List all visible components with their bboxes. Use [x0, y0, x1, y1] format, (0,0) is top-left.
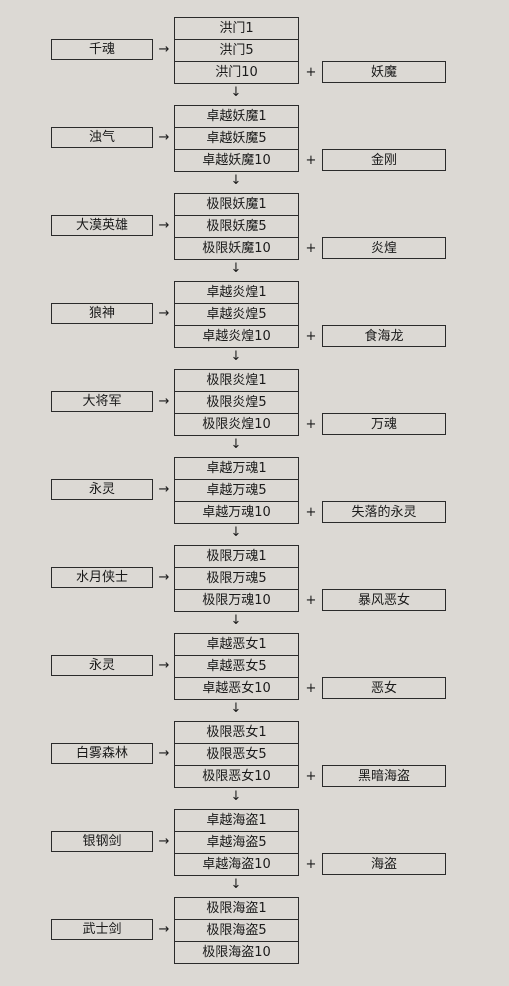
- arrow-down-icon: ↓: [230, 261, 242, 276]
- arrow-down-icon: ↓: [230, 525, 242, 540]
- stack-box: 卓越海盗5: [174, 831, 299, 854]
- plus-icon: +: [305, 857, 317, 872]
- reward-box: 炎煌: [322, 237, 446, 259]
- arrow-right-icon: →: [158, 218, 170, 233]
- arrow-down-icon: ↓: [230, 613, 242, 628]
- stack-box: 卓越万魂10: [174, 501, 299, 524]
- plus-icon: +: [305, 417, 317, 432]
- arrow-right-icon: →: [158, 658, 170, 673]
- stack-box: 极限恶女1: [174, 721, 299, 744]
- source-box: 银钢剑: [51, 831, 153, 852]
- stack-box: 洪门10: [174, 61, 299, 84]
- arrow-right-icon: →: [158, 922, 170, 937]
- plus-icon: +: [305, 769, 317, 784]
- stack-box: 极限恶女10: [174, 765, 299, 788]
- stack-box: 极限万魂10: [174, 589, 299, 612]
- stack-box: 极限炎煌1: [174, 369, 299, 392]
- reward-box: 食海龙: [322, 325, 446, 347]
- arrow-right-icon: →: [158, 482, 170, 497]
- stack-box: 极限炎煌10: [174, 413, 299, 436]
- plus-icon: +: [305, 681, 317, 696]
- stack-box: 卓越万魂1: [174, 457, 299, 480]
- stack-box: 极限恶女5: [174, 743, 299, 766]
- source-box: 白雾森林: [51, 743, 153, 764]
- arrow-right-icon: →: [158, 834, 170, 849]
- arrow-down-icon: ↓: [230, 349, 242, 364]
- stack-box: 卓越炎煌5: [174, 303, 299, 326]
- stack-box: 卓越恶女1: [174, 633, 299, 656]
- source-box: 大漠英雄: [51, 215, 153, 236]
- arrow-right-icon: →: [158, 306, 170, 321]
- reward-box: 万魂: [322, 413, 446, 435]
- reward-box: 妖魔: [322, 61, 446, 83]
- arrow-down-icon: ↓: [230, 789, 242, 804]
- source-box: 狼神: [51, 303, 153, 324]
- reward-box: 失落的永灵: [322, 501, 446, 523]
- source-box: 浊气: [51, 127, 153, 148]
- plus-icon: +: [305, 241, 317, 256]
- stack-box: 卓越妖魔10: [174, 149, 299, 172]
- plus-icon: +: [305, 329, 317, 344]
- arrow-down-icon: ↓: [230, 701, 242, 716]
- stack-box: 卓越炎煌1: [174, 281, 299, 304]
- stack-box: 卓越海盗1: [174, 809, 299, 832]
- reward-box: 黑暗海盗: [322, 765, 446, 787]
- source-box: 永灵: [51, 479, 153, 500]
- arrow-down-icon: ↓: [230, 85, 242, 100]
- arrow-right-icon: →: [158, 130, 170, 145]
- reward-box: 海盗: [322, 853, 446, 875]
- plus-icon: +: [305, 505, 317, 520]
- stack-box: 极限万魂1: [174, 545, 299, 568]
- reward-box: 金刚: [322, 149, 446, 171]
- reward-box: 恶女: [322, 677, 446, 699]
- stack-box: 极限海盗5: [174, 919, 299, 942]
- stack-box: 卓越万魂5: [174, 479, 299, 502]
- stack-box: 卓越炎煌10: [174, 325, 299, 348]
- source-box: 大将军: [51, 391, 153, 412]
- stack-box: 极限妖魔5: [174, 215, 299, 238]
- plus-icon: +: [305, 65, 317, 80]
- stack-box: 极限海盗1: [174, 897, 299, 920]
- stack-box: 卓越恶女10: [174, 677, 299, 700]
- source-box: 永灵: [51, 655, 153, 676]
- arrow-right-icon: →: [158, 570, 170, 585]
- stack-box: 卓越海盗10: [174, 853, 299, 876]
- arrow-right-icon: →: [158, 746, 170, 761]
- arrow-down-icon: ↓: [230, 437, 242, 452]
- arrow-right-icon: →: [158, 42, 170, 57]
- reward-box: 暴风恶女: [322, 589, 446, 611]
- source-box: 千魂: [51, 39, 153, 60]
- stack-box: 卓越妖魔5: [174, 127, 299, 150]
- stack-box: 卓越妖魔1: [174, 105, 299, 128]
- plus-icon: +: [305, 593, 317, 608]
- stack-box: 极限炎煌5: [174, 391, 299, 414]
- stack-box: 极限万魂5: [174, 567, 299, 590]
- stack-box: 极限妖魔1: [174, 193, 299, 216]
- arrow-right-icon: →: [158, 394, 170, 409]
- arrow-down-icon: ↓: [230, 173, 242, 188]
- stack-box: 极限妖魔10: [174, 237, 299, 260]
- arrow-down-icon: ↓: [230, 877, 242, 892]
- stack-box: 极限海盗10: [174, 941, 299, 964]
- stack-box: 卓越恶女5: [174, 655, 299, 678]
- source-box: 武士剑: [51, 919, 153, 940]
- stack-box: 洪门1: [174, 17, 299, 40]
- plus-icon: +: [305, 153, 317, 168]
- stack-box: 洪门5: [174, 39, 299, 62]
- source-box: 水月侠士: [51, 567, 153, 588]
